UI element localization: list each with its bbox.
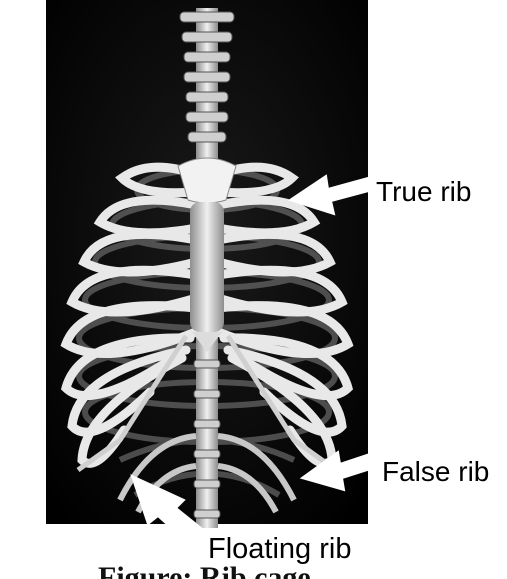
floating-rib-label: Floating rib xyxy=(208,535,351,564)
figure-caption: Figure: Rib cage xyxy=(98,563,458,579)
true-rib-label: True rib xyxy=(376,178,471,206)
false-rib-label: False rib xyxy=(382,458,489,486)
